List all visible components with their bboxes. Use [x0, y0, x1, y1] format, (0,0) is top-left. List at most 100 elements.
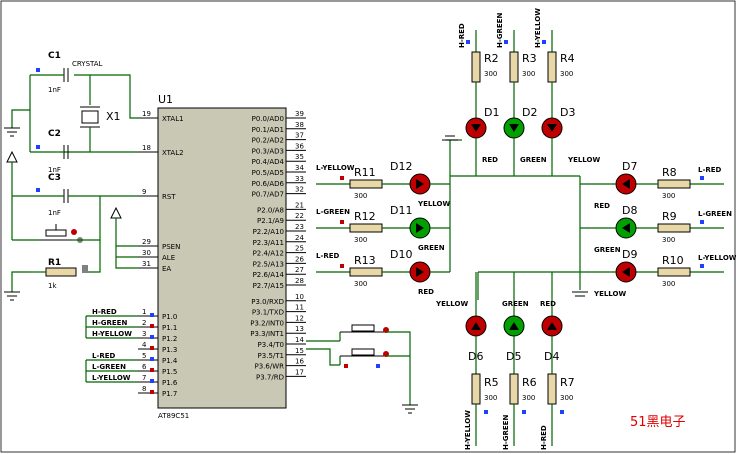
resistor-value: 300: [522, 70, 535, 78]
p1-net-label: L-GREEN: [92, 363, 126, 371]
resistor[interactable]: [509, 373, 519, 405]
resistor[interactable]: [657, 179, 691, 189]
mcu-pin-number: 10: [295, 293, 304, 301]
mcu-pin-number: 22: [295, 212, 304, 220]
led-ref: D9: [622, 248, 637, 261]
mcu-pin-name: P1.2: [162, 335, 177, 343]
left-net-label: L-RED: [316, 252, 340, 260]
c1-note: CRYSTAL: [72, 60, 103, 68]
mcu-pin-number: 2: [142, 319, 146, 327]
resistor[interactable]: [657, 267, 691, 277]
resistor-value: 300: [354, 236, 367, 244]
mcu-pin-name: P2.1/A9: [257, 217, 284, 225]
mcu-pin-name: P1.1: [162, 324, 177, 332]
resistor[interactable]: [657, 223, 691, 233]
mcu-ref: U1: [158, 93, 173, 106]
mcu-body[interactable]: [157, 107, 287, 409]
mcu-pin-name: P1.5: [162, 368, 177, 376]
resistor[interactable]: [349, 267, 383, 277]
mcu-u1[interactable]: U1 AT89C51 19XTAL118XTAL29RST29PSEN30ALE…: [138, 93, 306, 420]
bottom-net-label: H-YELLOW: [464, 410, 472, 450]
resistor[interactable]: [471, 373, 481, 405]
mcu-part: AT89C51: [158, 412, 189, 420]
right-net-label: L-GREEN: [698, 210, 732, 218]
resistor[interactable]: [349, 179, 383, 189]
led-ref: D12: [390, 160, 412, 173]
resistor-ref: R2: [484, 52, 499, 65]
led-color-label: YELLOW: [567, 156, 600, 164]
mcu-right-pins: 39P0.0/AD038P0.1/AD137P0.2/AD236P0.3/AD3…: [250, 110, 306, 381]
led-ref: D1: [484, 106, 499, 119]
mcu-pin-number: 39: [295, 110, 304, 118]
resistor-ref: R11: [354, 166, 376, 179]
mcu-pin-name: P2.6/A14: [253, 271, 285, 279]
mcu-pin-number: 37: [295, 132, 304, 140]
top-net-label: H-RED: [458, 23, 466, 48]
mcu-pin-name: P3.5/T1: [258, 352, 284, 360]
mcu-pin-number: 9: [142, 188, 146, 196]
resistor-value: 300: [484, 394, 497, 402]
mcu-pin-name: P1.4: [162, 357, 178, 365]
resistor-ref: R12: [354, 210, 376, 223]
left-net-label: L-YELLOW: [316, 164, 355, 172]
right-net-label: L-YELLOW: [698, 254, 736, 262]
resistor-ref: R6: [522, 376, 537, 389]
c2-value: 1nF: [48, 166, 61, 174]
mcu-left-pins: 19XTAL118XTAL29RST29PSEN30ALE31EA1P1.02P…: [138, 110, 184, 398]
bus-wiring: [442, 135, 588, 300]
resistor[interactable]: [471, 51, 481, 83]
mcu-pin-number: 3: [142, 330, 146, 338]
mcu-pin-number: 7: [142, 374, 146, 382]
mcu-pin-number: 6: [142, 363, 147, 371]
mcu-pin-number: 11: [295, 304, 304, 312]
mcu-pin-name: P0.5/AD5: [252, 169, 284, 177]
resistor-ref: R3: [522, 52, 537, 65]
mcu-pin-number: 15: [295, 347, 304, 355]
mcu-pin-number: 8: [142, 385, 146, 393]
bottom-net-label: H-GREEN: [502, 415, 510, 450]
mcu-pin-name: P0.2/AD2: [252, 137, 284, 145]
mcu-pin-number: 1: [142, 308, 146, 316]
mcu-pin-name: P3.3/INT1: [250, 330, 284, 338]
resistor[interactable]: [547, 51, 557, 83]
mcu-pin-name: P3.6/WR: [255, 363, 285, 371]
mcu-pin-name: ALE: [162, 254, 175, 262]
led-color-label: RED: [540, 300, 556, 308]
resistor-value: 300: [484, 70, 497, 78]
resistor-value: 300: [662, 280, 675, 288]
resistor-ref: R4: [560, 52, 575, 65]
resistor[interactable]: [349, 223, 383, 233]
mcu-pin-number: 12: [295, 314, 304, 322]
led-ref: D3: [560, 106, 575, 119]
resistor-ref: R5: [484, 376, 499, 389]
resistor-value: 300: [560, 394, 573, 402]
mcu-pin-number: 38: [295, 121, 304, 129]
mcu-pin-name: XTAL2: [162, 149, 184, 157]
c3-value: 1nF: [48, 209, 61, 217]
resistor[interactable]: [547, 373, 557, 405]
mcu-pin-number: 32: [295, 186, 304, 194]
led-ref: D8: [622, 204, 637, 217]
mcu-pin-name: P2.7/A15: [253, 282, 284, 290]
mcu-pin-name: XTAL1: [162, 115, 184, 123]
mcu-pin-name: P3.2/INT0: [250, 319, 284, 327]
p1-net-label: H-RED: [92, 308, 117, 316]
mcu-pin-number: 25: [295, 245, 304, 253]
led-ref: D7: [622, 160, 637, 173]
r1-label: R1: [48, 258, 61, 268]
mcu-pin-number: 35: [295, 153, 304, 161]
resistor[interactable]: [509, 51, 519, 83]
mcu-pin-name: P1.3: [162, 346, 177, 354]
mcu-pin-number: 23: [295, 223, 304, 231]
led-color-label: YELLOW: [593, 290, 626, 298]
mcu-pin-name: PSEN: [162, 243, 180, 251]
p1-net-label: L-YELLOW: [92, 374, 131, 382]
led-color-label: RED: [418, 288, 434, 296]
led-color-label: GREEN: [418, 244, 445, 252]
r1-value: 1k: [48, 282, 57, 290]
mcu-pin-name: P0.6/AD6: [252, 180, 285, 188]
